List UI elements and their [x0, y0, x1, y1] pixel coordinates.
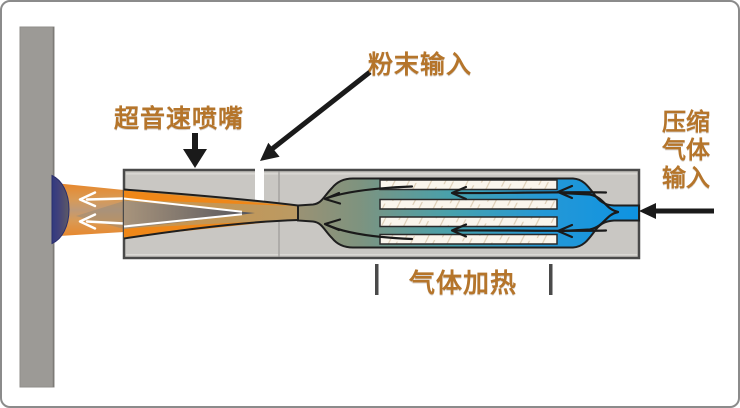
label-compressed-gas-line2: 气体 [662, 137, 710, 164]
gas-arrow-line-upper [452, 191, 608, 195]
plume-arrow-head-upper [78, 191, 97, 208]
label-compressed-gas-input: 压缩 气体 输入 [654, 109, 718, 193]
plume-arrow-head-lower [78, 213, 97, 230]
heater-bar-1 [379, 179, 558, 191]
label-supersonic-nozzle: 超音速喷嘴 [114, 105, 245, 133]
heater-bar-3 [379, 216, 558, 228]
plume-flow-arrows [78, 191, 126, 230]
gas-arrow-head-lower [450, 223, 468, 238]
heater-bars [379, 179, 558, 245]
gas-heating-tick-left [375, 264, 379, 295]
gas-arrow-head-lower-mid [556, 223, 574, 239]
heater-bar-4 [379, 233, 558, 245]
gas-arrow-head-upper [450, 185, 468, 201]
compressed-gas-arrow-head [639, 203, 656, 219]
supersonic-nozzle-down-arrow-head [183, 149, 207, 168]
inlet-split-upper [560, 191, 620, 214]
streamline-lower [123, 213, 243, 228]
gas-flow-arrows [323, 184, 620, 241]
label-compressed-gas-line3: 输入 [662, 165, 710, 192]
gas-arrow-head-upper-mid [556, 184, 574, 200]
nozzle-wall-bottom [123, 219, 299, 240]
label-gas-heating: 气体加热 [409, 268, 518, 298]
powder-input-arrow-shaft [270, 70, 372, 151]
gas-heating-tick-right [549, 264, 553, 295]
label-compressed-gas-line1: 压缩 [662, 109, 710, 136]
plume-arrow-line-lower [85, 220, 126, 225]
plume-arrow-line-upper [85, 197, 126, 201]
powder-inlet-slot [255, 168, 264, 202]
streamline-upper [123, 197, 243, 213]
annotation-arrows [183, 70, 714, 219]
nozzle-wall-top [123, 188, 299, 207]
nozzle-gas-core [124, 200, 255, 229]
deposit-dome [51, 174, 70, 245]
substrate-plate [19, 26, 55, 388]
heater-bar-2 [379, 198, 558, 210]
powder-input-arrow-head [260, 142, 280, 161]
label-powder-input: 粉末输入 [368, 51, 473, 79]
throat-arrow-head-upper [323, 191, 342, 205]
throat-arrow-head-lower [323, 218, 342, 232]
inlet-split-lower [560, 210, 620, 233]
hot-gas-band-top [124, 190, 294, 206]
